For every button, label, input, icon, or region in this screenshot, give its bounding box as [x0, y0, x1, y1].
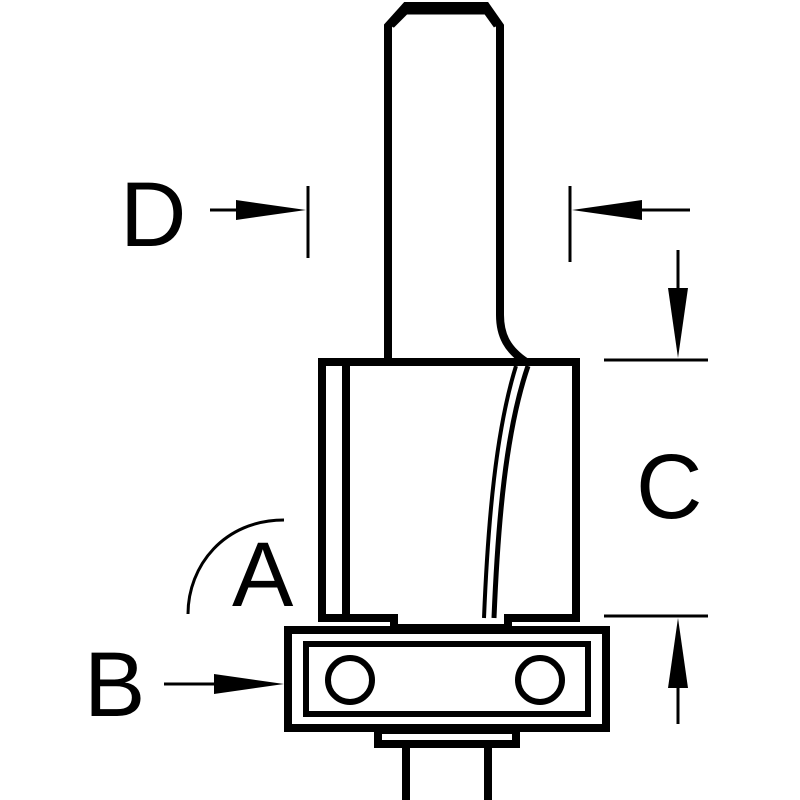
bearing-ball-right: [515, 655, 565, 705]
bearing-inner-race: [303, 641, 591, 717]
label-d: D: [120, 164, 186, 266]
shank-chamfer: [390, 9, 499, 28]
dim-d-left-arrow: [236, 200, 306, 220]
label-b: B: [84, 634, 145, 736]
bearing-washer: [374, 726, 520, 748]
label-c: C: [636, 436, 702, 538]
dim-d-right-arrow: [572, 200, 642, 220]
bearing-screw: [402, 744, 492, 800]
dim-c-bottom-arrow: [668, 618, 688, 688]
cutting-edge-curve-inner: [482, 365, 518, 619]
bearing-ball-left: [325, 655, 375, 705]
cutter-body-outline: [318, 358, 580, 632]
label-a: A: [232, 524, 294, 626]
shank-outline: [383, 2, 529, 366]
dim-c-top-arrow: [668, 288, 688, 358]
cutting-edge-curve: [491, 365, 531, 619]
dim-b-arrow: [214, 674, 284, 694]
angle-a-arc: [186, 518, 285, 615]
